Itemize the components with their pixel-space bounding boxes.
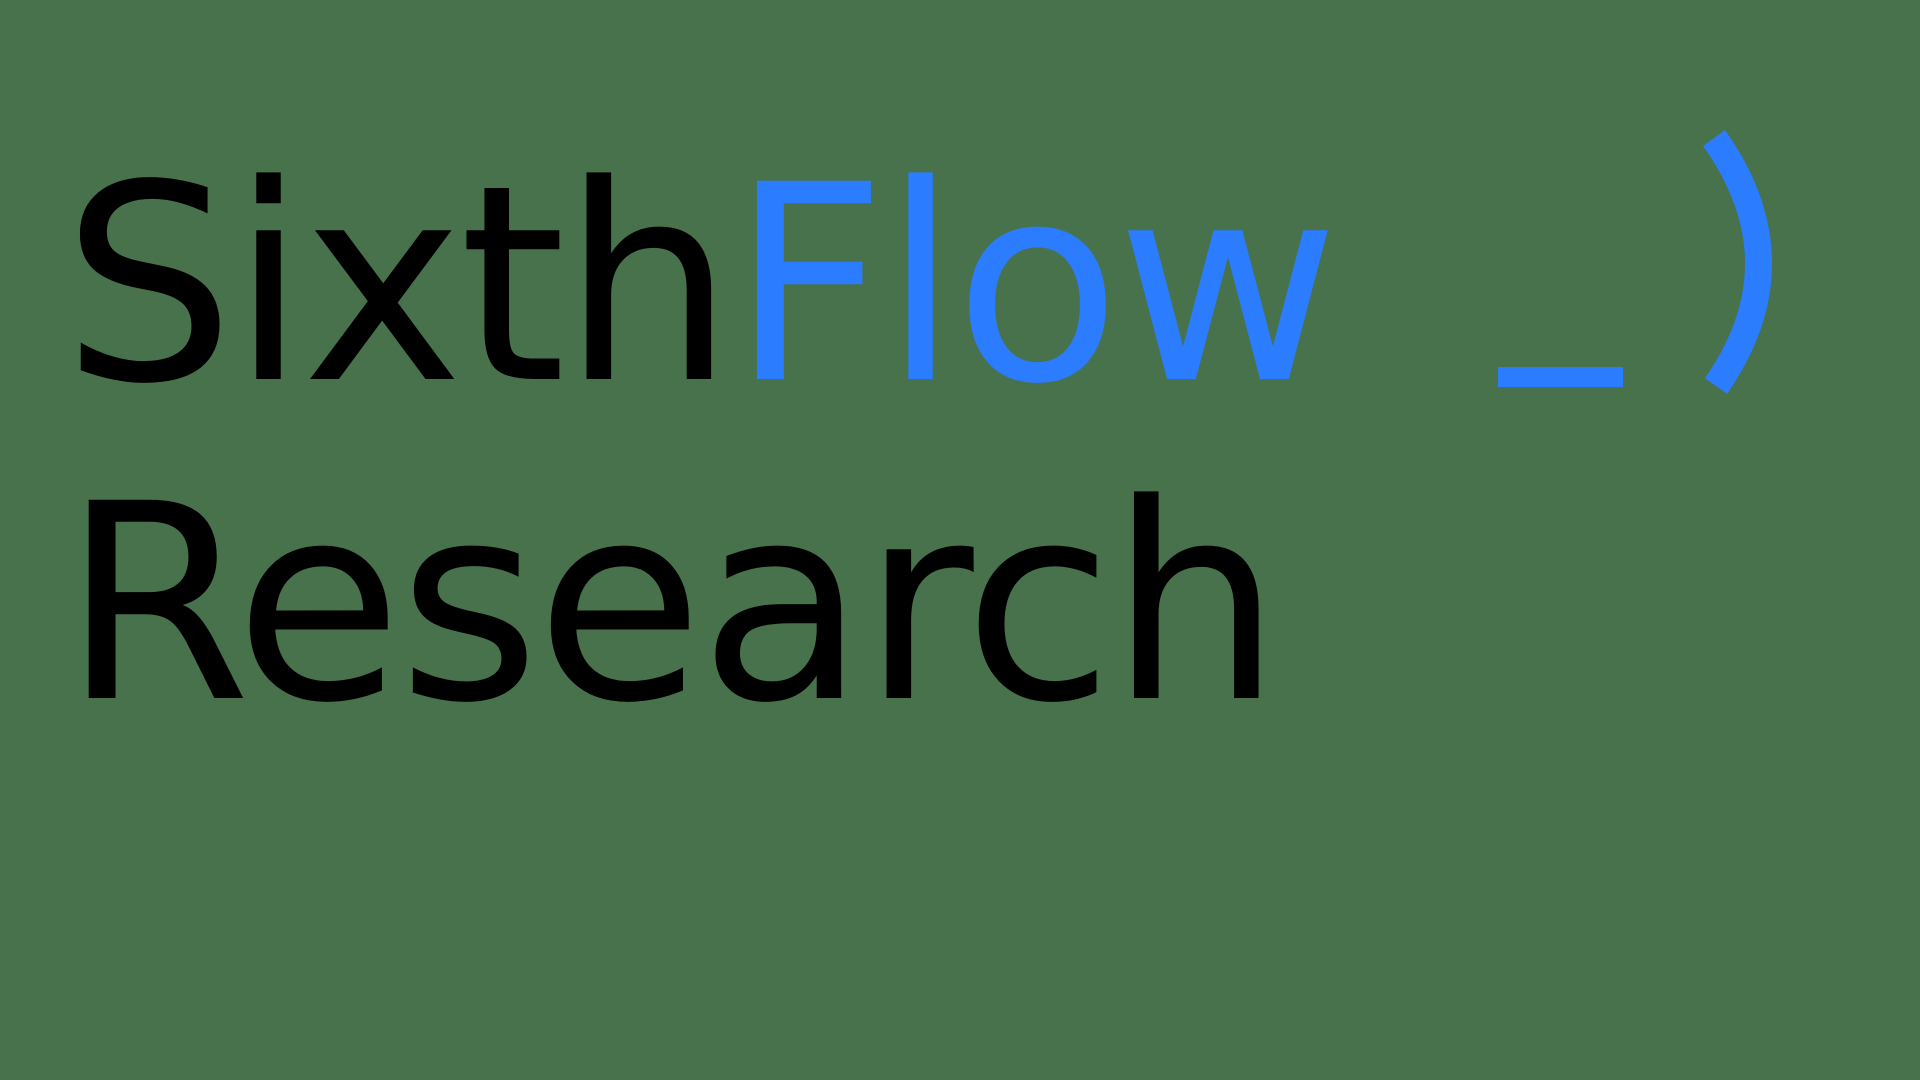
logo-text-flow: Flow xyxy=(730,128,1339,444)
logo-text-sixth: Sixth xyxy=(62,128,734,444)
emoticon-underscore-mark xyxy=(1498,367,1623,387)
emoticon-paren-mark xyxy=(1702,130,1772,394)
logo-text-research: Research xyxy=(62,447,1282,763)
emoticon-wink-icon xyxy=(1498,130,1772,394)
logo-wordmark-line1: SixthFlow xyxy=(62,150,1339,422)
